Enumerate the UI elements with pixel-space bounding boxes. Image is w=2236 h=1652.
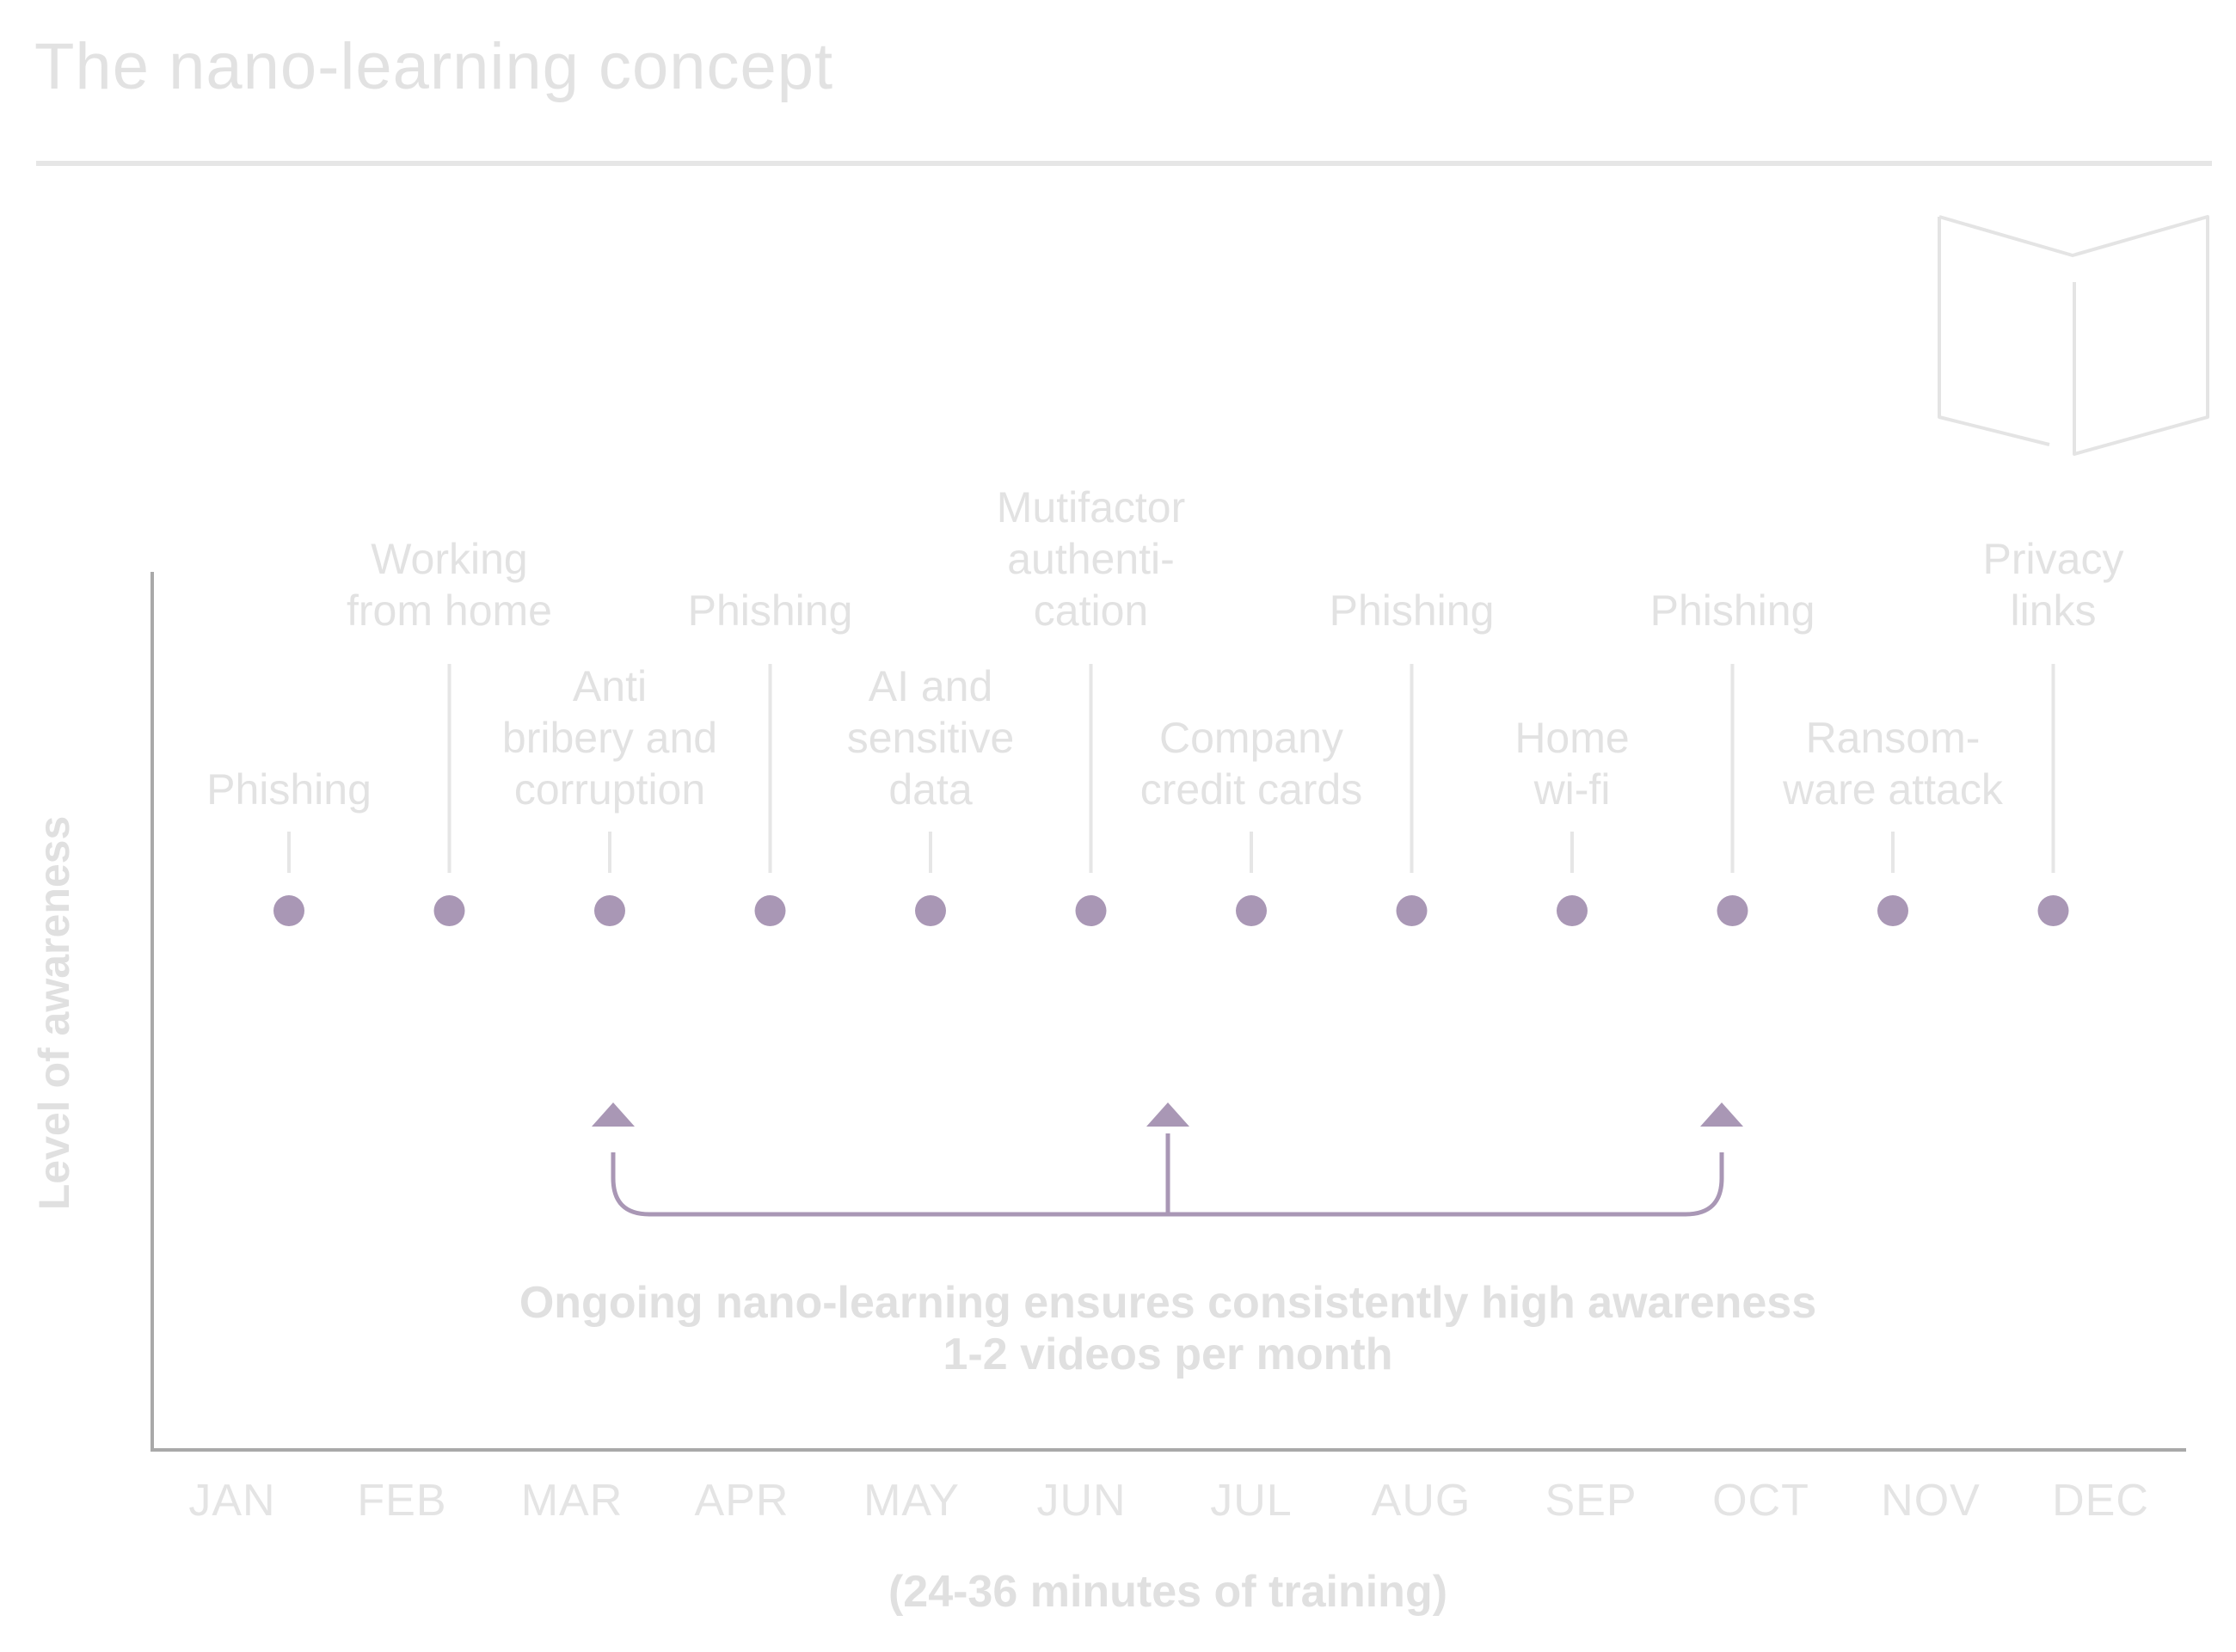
topic-label: ware attack xyxy=(1782,765,2004,814)
topic-label: cation xyxy=(1034,586,1148,635)
timeline-dot xyxy=(1877,895,1908,926)
timeline-dot xyxy=(433,895,465,926)
topic-marker: Ransom-ware attack xyxy=(1782,714,2004,926)
topic-label: links xyxy=(2010,586,2096,635)
month-label: JUN xyxy=(1036,1476,1126,1526)
topic-label: Anti xyxy=(573,662,647,710)
topic-label: corruption xyxy=(514,765,705,814)
topic-marker: Phishing xyxy=(688,586,853,926)
topic-marker: Phishing xyxy=(206,765,372,926)
timeline-dot xyxy=(1236,895,1267,926)
topic-label: sensitive xyxy=(847,714,1015,762)
topic-label: wi-fi xyxy=(1533,765,1611,814)
month-label: MAY xyxy=(863,1476,960,1526)
month-label: JAN xyxy=(188,1476,275,1526)
month-label: AUG xyxy=(1372,1476,1471,1526)
topic-label: AI and xyxy=(869,662,993,710)
x-axis-caption: (24-36 minutes of training) xyxy=(888,1567,1447,1617)
y-axis-label: Level of awareness xyxy=(30,816,78,1211)
timeline-dot xyxy=(915,895,946,926)
month-label: DEC xyxy=(2052,1476,2149,1526)
open-book-icon xyxy=(1938,215,2209,456)
timeline-dot xyxy=(2037,895,2069,926)
timeline-dot xyxy=(754,895,786,926)
arrow-head-center xyxy=(1146,1102,1189,1127)
topic-label: Working xyxy=(371,535,527,583)
topic-label: Phishing xyxy=(688,586,853,635)
month-label: SEP xyxy=(1545,1476,1637,1526)
topic-label: Ransom- xyxy=(1806,714,1981,762)
topic-label: Phishing xyxy=(206,765,372,814)
topic-label: bribery and xyxy=(502,714,717,762)
feedback-arrows xyxy=(611,1133,1724,1217)
month-label: NOV xyxy=(1881,1476,1981,1526)
timeline-dot xyxy=(1557,895,1588,926)
caption-line-1: Ongoing nano-learning ensures consistent… xyxy=(519,1278,1816,1328)
topic-marker: Phishing xyxy=(1650,586,1815,926)
month-label: APR xyxy=(695,1476,789,1526)
month-label: MAR xyxy=(521,1476,624,1526)
timeline-dot xyxy=(1396,895,1428,926)
chart-axes xyxy=(150,572,2186,1452)
month-label: OCT xyxy=(1712,1476,1809,1526)
month-label: FEB xyxy=(357,1476,446,1526)
title-divider xyxy=(36,161,2212,166)
timeline-dot xyxy=(594,895,625,926)
topic-label: credit cards xyxy=(1140,765,1362,814)
page-title: The nano-learning concept xyxy=(34,30,834,103)
topic-label: from home xyxy=(347,586,552,635)
topic-label: Mutifactor xyxy=(997,483,1186,531)
topic-label: data xyxy=(888,765,973,814)
arrow-head-left xyxy=(592,1102,635,1127)
topic-label: Company xyxy=(1159,714,1343,762)
timeline-dot xyxy=(1717,895,1748,926)
topic-marker: Phishing xyxy=(1330,586,1495,926)
topic-label: Phishing xyxy=(1650,586,1815,635)
topic-label: Privacy xyxy=(1983,535,2124,583)
arrow-head-right xyxy=(1700,1102,1743,1127)
timeline-dot xyxy=(273,895,304,926)
topic-label: Home xyxy=(1514,714,1629,762)
topic-label: Phishing xyxy=(1330,586,1495,635)
topic-label: authenti- xyxy=(1007,535,1175,583)
caption-line-2: 1-2 videos per month xyxy=(943,1330,1393,1379)
month-label: JUL xyxy=(1210,1476,1292,1526)
timeline-dot xyxy=(1075,895,1107,926)
